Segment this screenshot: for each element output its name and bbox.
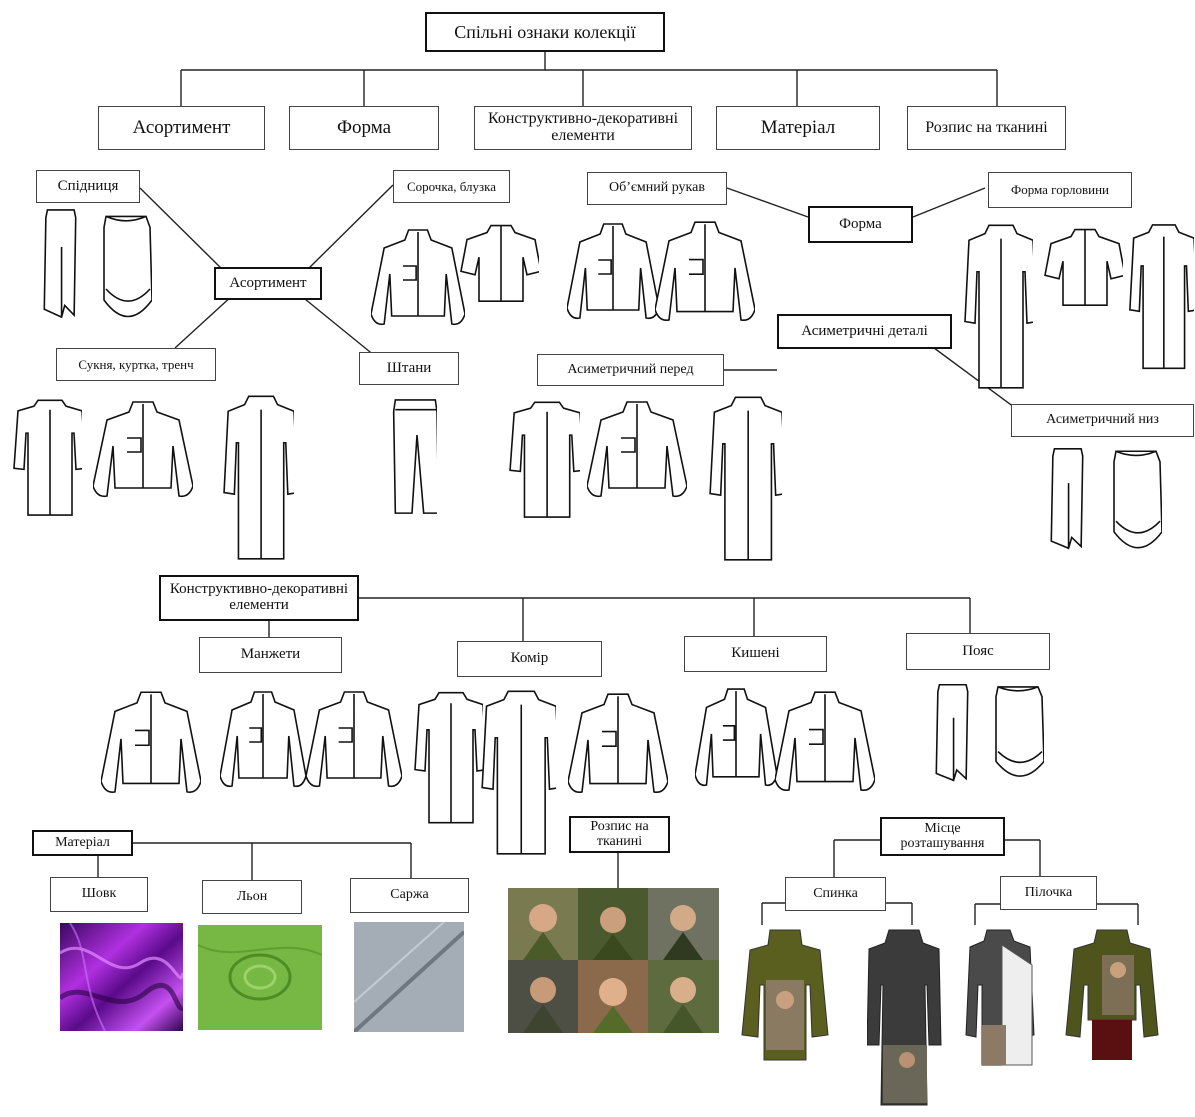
garment-sketch-18: [101, 688, 201, 794]
garment-sketch-16: [1045, 447, 1089, 551]
garment-sketch-12: [387, 396, 437, 518]
material-twill: Саржа: [350, 878, 469, 913]
garment-sketch-2: [371, 226, 465, 326]
back-print-blouse-image: [741, 929, 829, 1061]
garment-sketch-20: [306, 688, 402, 788]
garment-sketch-9: [12, 398, 82, 518]
garment-sketch-14: [587, 398, 687, 498]
item-belt: Пояс: [906, 633, 1050, 670]
silk-swatch: [60, 923, 183, 1031]
garment-sketch-21: [413, 690, 483, 826]
item-pockets: Кишені: [684, 636, 827, 672]
linen-swatch: [198, 925, 322, 1030]
item-skirt: Спідниця: [36, 170, 140, 203]
item-volume-sleeve: Об’ємний рукав: [587, 172, 727, 205]
garment-sketch-19: [220, 688, 306, 788]
material-node: Матеріал: [32, 830, 133, 856]
item-trousers: Штани: [359, 352, 459, 385]
placement-node: Місце розташування: [880, 817, 1005, 856]
material-silk: Шовк: [50, 877, 148, 912]
painting-node: Розпис на тканині: [569, 816, 670, 853]
garment-sketch-23: [568, 690, 668, 794]
form-node: Форма: [808, 206, 913, 243]
item-asymmetric-front: Асиметричний перед: [537, 354, 724, 386]
category-assortment: Асортимент: [98, 106, 265, 150]
item-shirt-blouse: Сорочка, блузка: [393, 170, 510, 203]
placement-back: Спинка: [785, 877, 886, 911]
item-dress-jacket-trench: Сукня, куртка, тренч: [56, 348, 216, 381]
garment-sketch-8: [1128, 222, 1194, 372]
garment-sketch-3: [459, 222, 539, 310]
garment-sketch-1: [96, 212, 152, 322]
twill-swatch: [354, 922, 464, 1032]
item-asymmetric-hem: Асиметричний низ: [1011, 404, 1194, 437]
placement-front: Пілочка: [1000, 876, 1097, 910]
garment-sketch-15: [708, 394, 782, 564]
item-cuffs: Манжети: [199, 637, 342, 673]
root-node: Спільні ознаки колекції: [425, 12, 665, 52]
item-collar: Комір: [457, 641, 602, 677]
item-neckline-form: Форма горловини: [988, 172, 1132, 208]
garment-sketch-13: [508, 400, 580, 520]
back-print-trench-image: [867, 929, 942, 1106]
painting-collage-image: [508, 888, 719, 1033]
constructive-node: Конструктивно-декоративні елементи: [159, 575, 359, 621]
category-constructive: Конструктивно-декоративні елементи: [474, 106, 692, 150]
garment-sketch-11: [222, 393, 294, 563]
category-material: Матеріал: [716, 106, 880, 150]
garment-sketch-24: [695, 685, 777, 787]
garment-sketch-7: [1043, 226, 1123, 314]
assortment-node: Асортимент: [214, 267, 322, 300]
item-asymmetric-details: Асиметричні деталі: [777, 314, 952, 349]
garment-sketch-25: [775, 688, 875, 792]
garment-sketch-26: [930, 683, 974, 783]
garment-sketch-27: [988, 683, 1044, 781]
front-print-jacket-image: [1065, 929, 1159, 1060]
garment-sketch-5: [655, 218, 755, 322]
material-linen: Льон: [202, 880, 302, 914]
category-painting: Розпис на тканині: [907, 106, 1066, 150]
garment-sketch-22: [480, 688, 556, 858]
garment-sketch-6: [963, 222, 1033, 392]
garment-sketch-10: [93, 398, 193, 498]
garment-sketch-0: [38, 208, 82, 320]
garment-sketch-17: [1106, 447, 1162, 553]
front-print-coat-image: [965, 929, 1035, 1066]
garment-sketch-4: [567, 220, 659, 320]
category-form: Форма: [289, 106, 439, 150]
